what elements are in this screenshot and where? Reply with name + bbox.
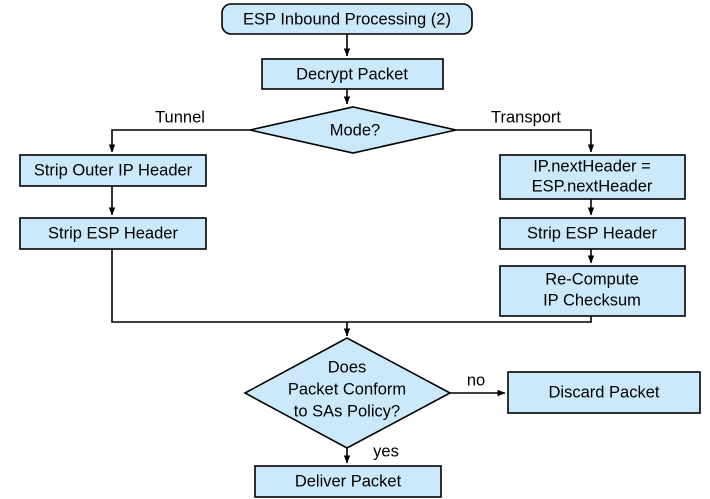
- edge-label-tunnel: Tunnel: [155, 108, 205, 126]
- node-discard-packet[interactable]: Discard Packet: [507, 371, 701, 414]
- connector-right-merge: [347, 316, 592, 323]
- node-ip-nextheader-assign-line1: IP.nextHeader =: [533, 157, 651, 175]
- node-recompute-ip-checksum-line2: IP Checksum: [543, 291, 641, 309]
- node-discard-packet-shape: [507, 371, 701, 414]
- node-discard-packet-label: Discard Packet: [549, 383, 660, 401]
- edge-label-no: no: [467, 371, 485, 389]
- edge-label-transport: Transport: [491, 108, 561, 126]
- node-start[interactable]: ESP Inbound Processing (2): [221, 3, 473, 35]
- node-recompute-ip-checksum-line1: Re-Compute: [545, 270, 639, 288]
- node-strip-esp-header-right-shape: [499, 217, 686, 250]
- node-conform-decision-line1: Does: [328, 358, 367, 376]
- node-ip-nextheader-assign-shape: [499, 154, 686, 200]
- node-strip-esp-header-left[interactable]: Strip ESP Header: [19, 217, 207, 250]
- node-start-shape: [221, 3, 473, 35]
- node-ip-nextheader-assign[interactable]: IP.nextHeader = ESP.nextHeader: [499, 154, 686, 200]
- node-deliver-packet-label: Deliver Packet: [295, 472, 402, 490]
- node-mode-decision-shape: [249, 106, 457, 154]
- node-deliver-packet-shape: [254, 465, 442, 498]
- node-strip-outer-ip-header-label: Strip Outer IP Header: [34, 161, 193, 179]
- node-mode-decision-label: Mode?: [330, 121, 380, 139]
- node-start-label: ESP Inbound Processing (2): [243, 10, 451, 28]
- node-recompute-ip-checksum[interactable]: Re-Compute IP Checksum: [499, 265, 686, 317]
- connector-mode-tunnel-branch: [108, 129, 250, 153]
- node-strip-esp-header-left-label: Strip ESP Header: [48, 224, 178, 242]
- node-decrypt-packet-shape: [261, 58, 444, 90]
- edge-label-yes: yes: [373, 442, 399, 460]
- connector-left-merge: [111, 249, 347, 323]
- node-deliver-packet[interactable]: Deliver Packet: [254, 465, 442, 498]
- node-strip-outer-ip-header-shape: [19, 154, 207, 187]
- node-strip-esp-header-left-shape: [19, 217, 207, 250]
- connector-mode-transport-branch: [456, 129, 595, 153]
- node-conform-decision-line3: to SAs Policy?: [294, 402, 400, 420]
- node-ip-nextheader-assign-line2: ESP.nextHeader: [532, 177, 653, 195]
- node-strip-esp-header-right-label: Strip ESP Header: [527, 224, 657, 242]
- connector-layer: [108, 34, 595, 464]
- node-conform-decision[interactable]: Does Packet Conform to SAs Policy?: [243, 337, 452, 449]
- node-decrypt-packet[interactable]: Decrypt Packet: [261, 58, 444, 90]
- node-mode-decision[interactable]: Mode?: [249, 106, 457, 154]
- node-strip-outer-ip-header[interactable]: Strip Outer IP Header: [19, 154, 207, 187]
- node-conform-decision-shape: [243, 337, 452, 449]
- node-strip-esp-header-right[interactable]: Strip ESP Header: [499, 217, 686, 250]
- node-conform-decision-line2: Packet Conform: [288, 380, 406, 398]
- node-decrypt-packet-label: Decrypt Packet: [296, 65, 408, 83]
- node-recompute-ip-checksum-shape: [499, 265, 686, 317]
